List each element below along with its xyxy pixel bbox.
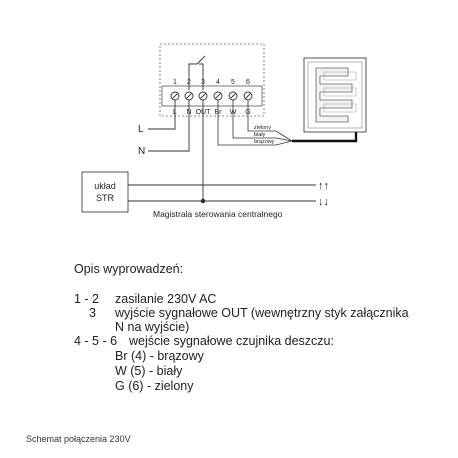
description-heading: Opis wyprowadzeń: bbox=[74, 262, 184, 276]
terminal-numbers: 1 2 3 4 5 6 bbox=[173, 79, 250, 86]
sensor-wires bbox=[217, 100, 293, 146]
wiring-diagram: 1 2 3 4 5 6 L N OUT Br W G L N bbox=[81, 43, 367, 219]
line-L-label: L bbox=[138, 124, 144, 135]
terminal-number-4: 4 bbox=[216, 79, 220, 86]
wire-label-green: zielony bbox=[254, 125, 271, 131]
row-key-1: 1 - 2 bbox=[74, 292, 100, 306]
controller-housing bbox=[159, 43, 265, 117]
row-text-2: wyjście sygnałowe OUT (wewnętrzny styk z… bbox=[115, 306, 409, 320]
row-text-1: zasilanie 230V AC bbox=[115, 292, 217, 306]
wire-label-brown: brązowy bbox=[254, 139, 275, 145]
sensor-cable bbox=[292, 132, 358, 143]
relay-contact-icon bbox=[188, 55, 206, 90]
terminal-number-6: 6 bbox=[246, 79, 250, 86]
bus-label: Magistrala sterowania centralnego bbox=[153, 209, 283, 219]
row-text-5: Br (4) - brązowy bbox=[115, 349, 204, 363]
screw-3-icon bbox=[198, 91, 208, 101]
row-text-6: W (5) - biały bbox=[115, 364, 183, 378]
rain-sensor-icon bbox=[303, 57, 367, 133]
row-text-7: G (6) - zielony bbox=[115, 379, 194, 393]
row-text-4: wejście sygnałowe czujnika deszczu: bbox=[129, 334, 334, 348]
terminal-number-5: 5 bbox=[231, 79, 235, 86]
screw-6-icon bbox=[243, 91, 253, 101]
line-N-label: N bbox=[138, 146, 145, 157]
screw-2-icon bbox=[184, 91, 194, 101]
row-text-3: N na wyjście) bbox=[115, 320, 190, 334]
str-unit-box bbox=[81, 171, 129, 213]
terminal-number-1: 1 bbox=[173, 79, 177, 86]
caption: Schemat połączenia 230V bbox=[26, 434, 131, 444]
screw-1-icon bbox=[170, 91, 180, 101]
screw-5-icon bbox=[228, 91, 238, 101]
wire-L bbox=[148, 100, 176, 130]
bus-arrow-up-icon: ↑↑ bbox=[318, 180, 329, 192]
terminal-screws bbox=[170, 91, 253, 101]
str-unit-label-line2: STR bbox=[96, 193, 115, 203]
bus-arrow-down-icon: ↓↓ bbox=[318, 196, 329, 208]
terminal-block bbox=[161, 85, 263, 107]
wire-color-labels: zielony biały brązowy bbox=[254, 125, 275, 145]
wire-label-white: biały bbox=[254, 132, 266, 138]
terminal-labels: L N OUT Br W G bbox=[173, 109, 251, 116]
wire-N bbox=[148, 100, 190, 152]
str-unit-label-line1: układ bbox=[94, 181, 116, 191]
row-key-4: 4 - 5 - 6 bbox=[74, 334, 118, 348]
screw-4-icon bbox=[213, 91, 223, 101]
row-key-2: 3 bbox=[89, 306, 96, 320]
